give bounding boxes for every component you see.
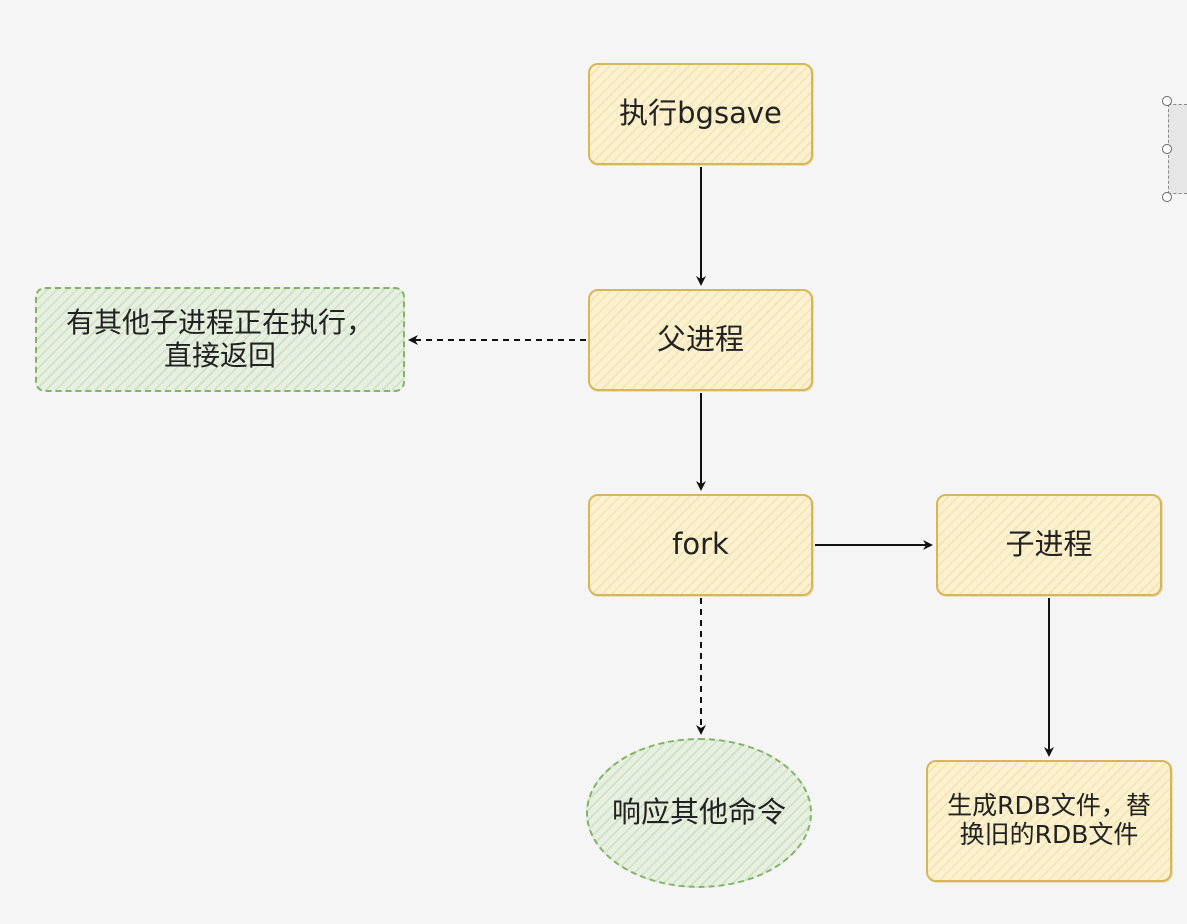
node-execute-bgsave-label: 执行bgsave — [619, 96, 782, 131]
node-child-process[interactable]: 子进程 — [936, 494, 1162, 596]
node-generate-rdb-line1: 生成RDB文件，替 — [947, 791, 1151, 821]
resize-handle-middle[interactable] — [1162, 144, 1172, 154]
node-return-early[interactable]: 有其他子进程正在执行， 直接返回 — [35, 287, 405, 392]
resize-handle-bottom[interactable] — [1162, 192, 1172, 202]
node-return-early-label: 有其他子进程正在执行， 直接返回 — [62, 307, 378, 371]
node-parent-process-label: 父进程 — [656, 322, 744, 357]
node-return-early-line2: 直接返回 — [163, 338, 276, 372]
node-fork-label: fork — [672, 527, 729, 562]
node-generate-rdb-line2: 换旧的RDB文件 — [959, 820, 1139, 849]
resize-handle-top[interactable] — [1162, 96, 1172, 106]
node-execute-bgsave[interactable]: 执行bgsave — [588, 63, 813, 165]
node-fork[interactable]: fork — [588, 494, 813, 596]
node-respond-other-commands-label: 响应其他命令 — [611, 795, 786, 830]
node-respond-other-commands[interactable]: 响应其他命令 — [586, 738, 812, 888]
node-generate-rdb-label: 生成RDB文件，替 换旧的RDB文件 — [943, 791, 1155, 850]
node-child-process-label: 子进程 — [1005, 527, 1093, 562]
node-parent-process[interactable]: 父进程 — [588, 289, 813, 391]
node-return-early-line1: 有其他子进程正在执行， — [65, 306, 374, 340]
node-generate-rdb[interactable]: 生成RDB文件，替 换旧的RDB文件 — [926, 760, 1172, 882]
